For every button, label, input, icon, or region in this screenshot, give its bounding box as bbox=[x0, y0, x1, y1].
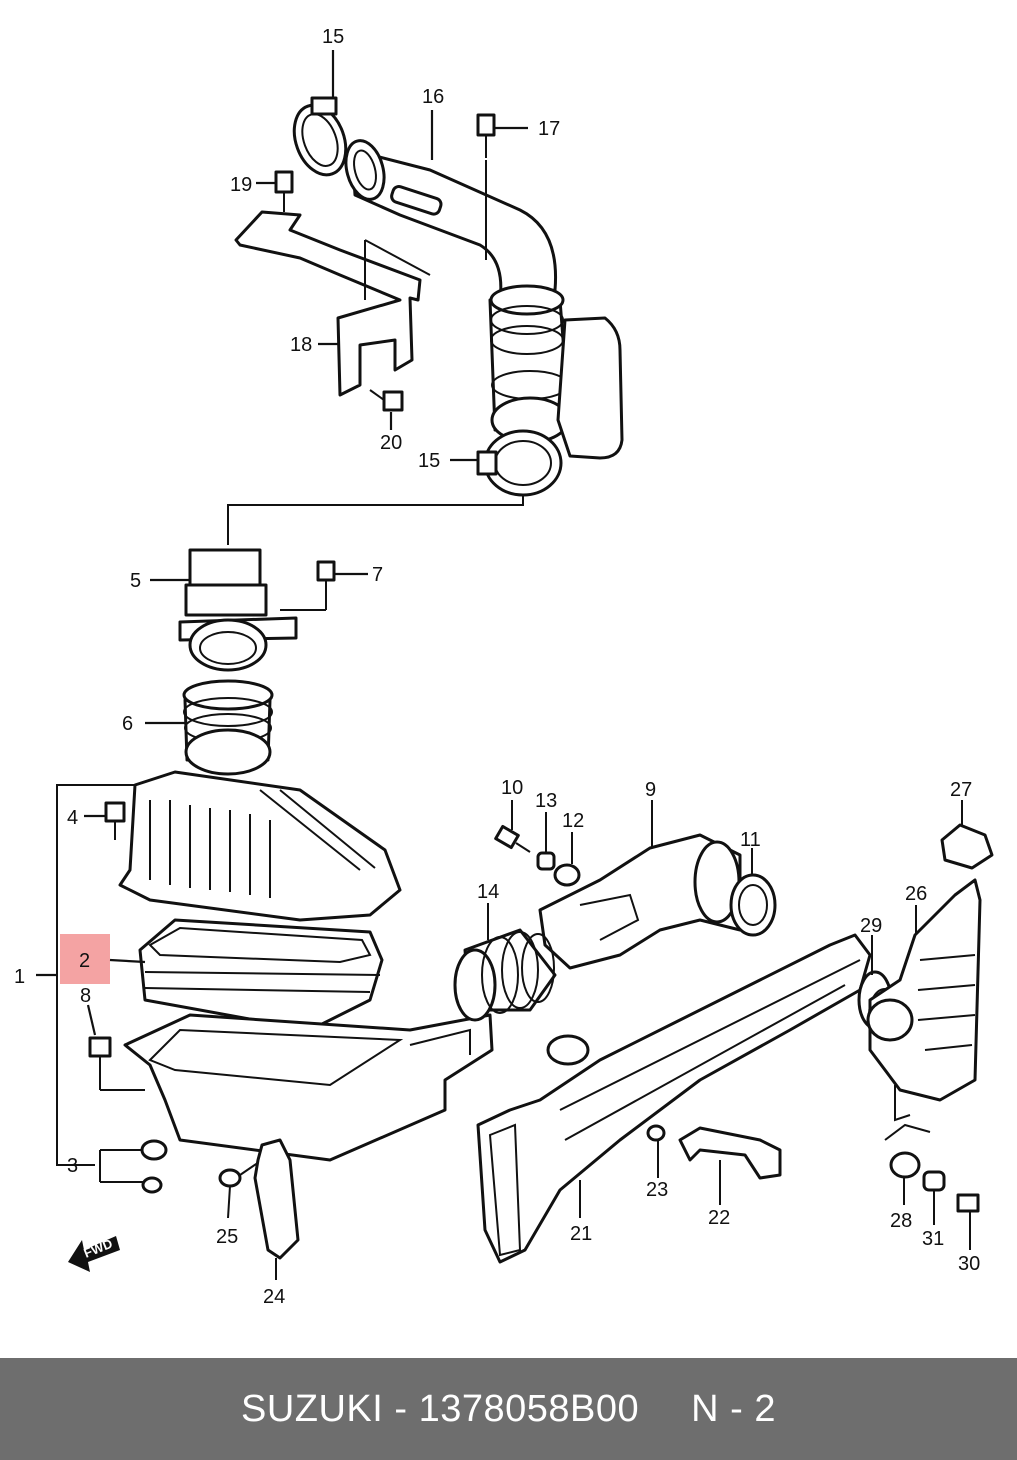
label-6: 6 bbox=[122, 713, 133, 735]
bracket-24 bbox=[253, 1138, 300, 1280]
air-cleaner-case bbox=[123, 1013, 494, 1162]
grommet-13 bbox=[536, 812, 556, 871]
label-22: 22 bbox=[708, 1207, 730, 1229]
label-17: 17 bbox=[538, 118, 560, 140]
label-27: 27 bbox=[950, 779, 972, 801]
clamp-15-top bbox=[292, 96, 348, 177]
intake-duct-21 bbox=[476, 933, 872, 1264]
label-25: 25 bbox=[216, 1226, 238, 1248]
bellows-6 bbox=[145, 679, 274, 776]
label-10: 10 bbox=[501, 777, 523, 799]
clamp-15-bottom bbox=[450, 429, 563, 497]
label-1: 1 bbox=[14, 966, 25, 988]
label-2: 2 bbox=[79, 950, 90, 972]
label-13: 13 bbox=[535, 790, 557, 812]
bolt-23 bbox=[646, 1124, 666, 1178]
bellows-resonator bbox=[488, 284, 624, 460]
label-4: 4 bbox=[67, 807, 78, 829]
grommet-12 bbox=[553, 832, 581, 887]
bolt-17 bbox=[476, 113, 528, 260]
bracket-22 bbox=[678, 1126, 782, 1205]
label-20: 20 bbox=[380, 432, 402, 454]
label-18: 18 bbox=[290, 334, 312, 356]
screw-7 bbox=[280, 560, 368, 611]
grommet-3 bbox=[99, 1139, 168, 1194]
hose-14 bbox=[453, 903, 557, 1022]
fwd-arrow: FWD bbox=[68, 1236, 120, 1272]
label-15a: 15 bbox=[322, 26, 344, 48]
label-29: 29 bbox=[860, 915, 882, 937]
airflow-meter-5 bbox=[150, 548, 298, 672]
air-cleaner-lid bbox=[118, 770, 402, 922]
label-12: 12 bbox=[562, 810, 584, 832]
screw-4 bbox=[84, 801, 126, 840]
label-23: 23 bbox=[646, 1179, 668, 1201]
label-28: 28 bbox=[890, 1210, 912, 1232]
parts-diagram: FWD bbox=[14, 26, 994, 1308]
grommet-28 bbox=[889, 1151, 921, 1205]
part-number: 1378058B00 bbox=[418, 1387, 640, 1430]
bolt-30 bbox=[956, 1193, 980, 1250]
label-21: 21 bbox=[570, 1223, 592, 1245]
bolt-20 bbox=[369, 389, 404, 412]
filter-element-2[interactable] bbox=[109, 918, 384, 1032]
label-8: 8 bbox=[80, 985, 91, 1007]
intake-hose-16 bbox=[344, 139, 558, 302]
label-26: 26 bbox=[905, 883, 927, 905]
label-16: 16 bbox=[422, 86, 444, 108]
screw-10 bbox=[494, 800, 531, 853]
brand-name: SUZUKI bbox=[240, 1387, 384, 1430]
caption-bar: SUZUKI - 1378058B00 N - 2 bbox=[0, 1358, 1017, 1460]
label-24: 24 bbox=[263, 1286, 285, 1308]
label-19: 19 bbox=[230, 174, 252, 196]
duct-9 bbox=[538, 800, 742, 970]
label-9: 9 bbox=[645, 779, 656, 801]
label-11: 11 bbox=[740, 829, 761, 851]
highlight-box bbox=[60, 934, 110, 984]
label-15b: 15 bbox=[418, 450, 440, 472]
bracket-18 bbox=[234, 210, 431, 397]
label-5: 5 bbox=[130, 570, 141, 592]
caption-dash: - bbox=[394, 1387, 408, 1430]
label-7: 7 bbox=[372, 564, 383, 586]
diagram-ref: N - 2 bbox=[691, 1387, 777, 1430]
bushing-31 bbox=[922, 1170, 946, 1225]
label-31: 31 bbox=[922, 1228, 944, 1250]
clamp-11 bbox=[729, 848, 777, 937]
label-30: 30 bbox=[958, 1253, 980, 1275]
label-14: 14 bbox=[477, 881, 499, 903]
label-3: 3 bbox=[67, 1155, 78, 1177]
resonator-26 bbox=[866, 878, 982, 1122]
screw-8 bbox=[86, 1004, 145, 1091]
bolt-19 bbox=[256, 170, 294, 212]
grommet-27 bbox=[940, 800, 994, 870]
